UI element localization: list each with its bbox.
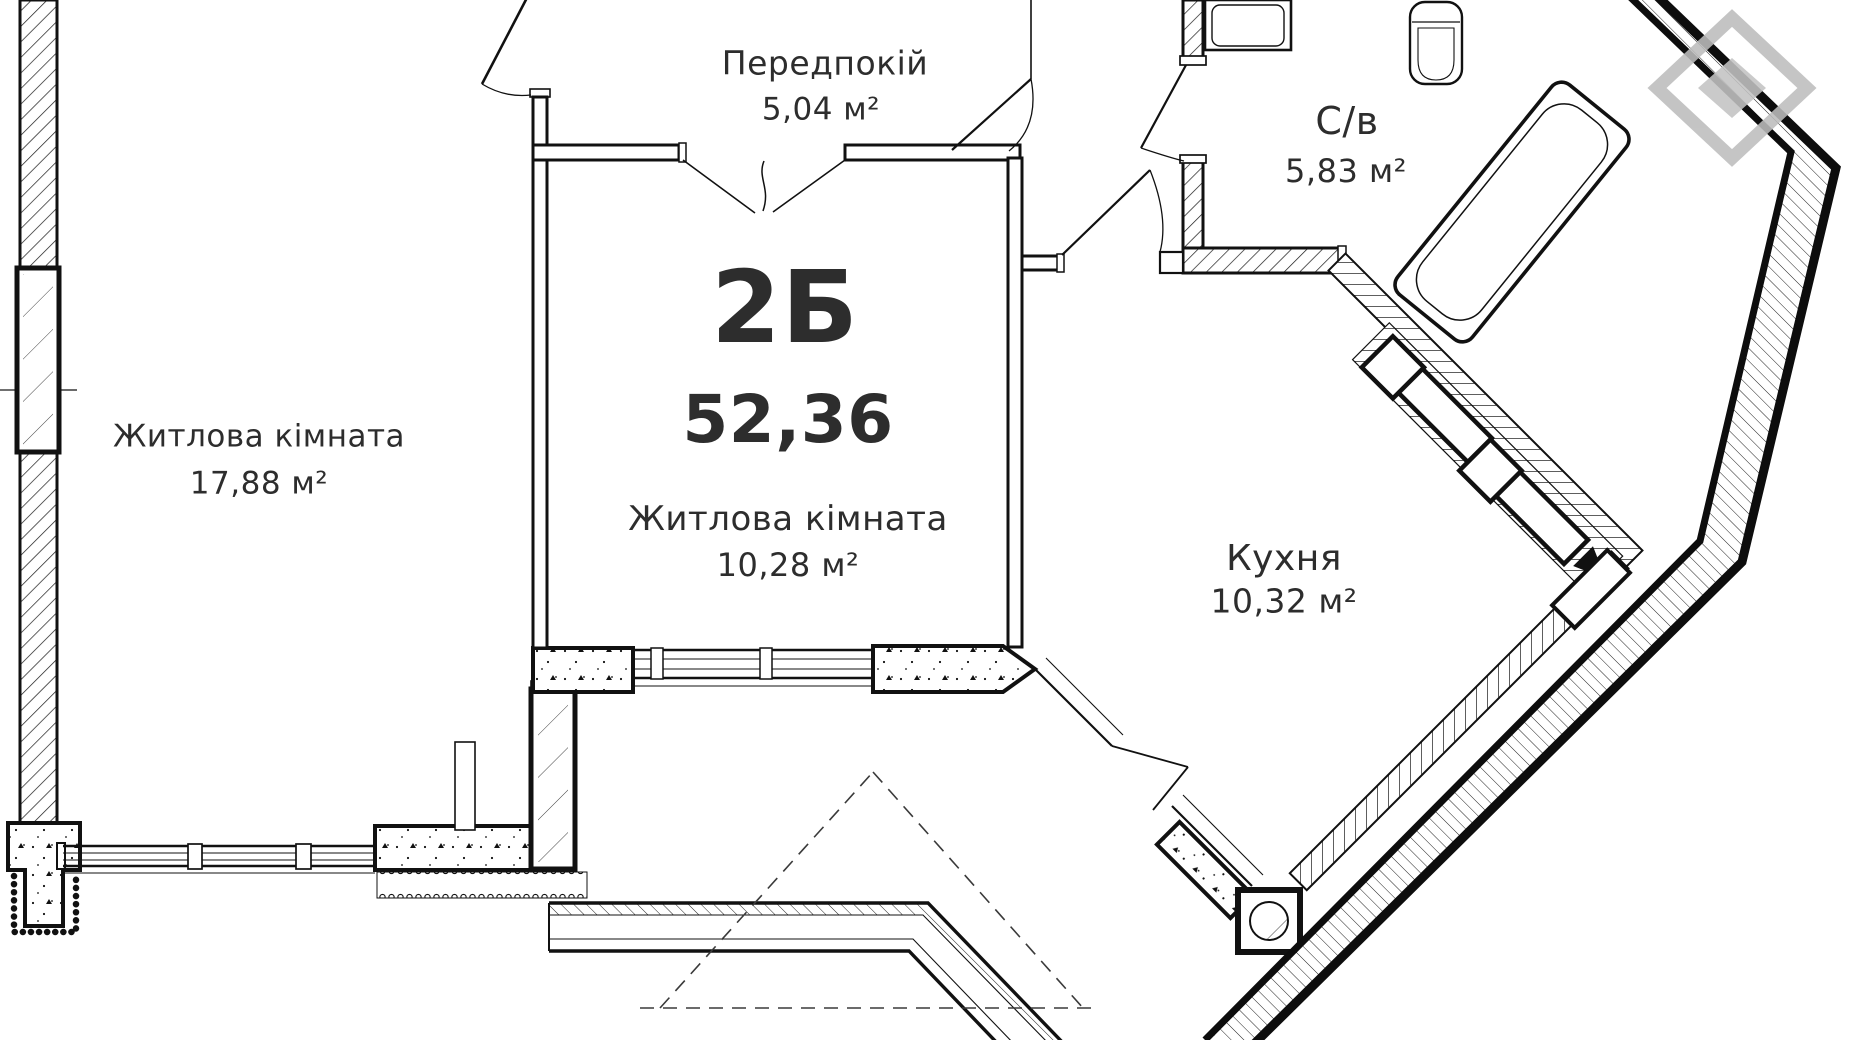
interior-walls — [529, 0, 1065, 650]
bottom-left-pier — [373, 824, 588, 899]
vent-shaft-band — [1327, 252, 1644, 594]
label-kitchen-area: 10,32 м² — [1210, 581, 1358, 621]
opening-symbol — [761, 160, 767, 212]
logo-watermark — [1647, 9, 1817, 167]
label-bathroom-area: 5,83 м² — [1285, 152, 1407, 190]
entrance-door — [480, 0, 532, 97]
balcony-area-dashed-lines — [640, 771, 1100, 1009]
bottom-left-window-band — [56, 842, 375, 874]
bathroom-door — [1140, 64, 1187, 162]
balcony-parapet — [548, 901, 1063, 1040]
vent-shaft — [1358, 333, 1428, 402]
door-to-kitchen — [1061, 169, 1164, 256]
bottom-left-column — [6, 821, 82, 936]
label-apartment-total-area: 52,36 — [682, 381, 894, 458]
label-hallway-area: 5,04 м² — [761, 91, 881, 128]
label-living-room-1-area: 17,88 м² — [189, 465, 329, 502]
toilet-icon — [1408, 0, 1464, 86]
vent-shaft — [1456, 436, 1525, 505]
label-bathroom-name: С/в — [1315, 99, 1379, 143]
balcony-glazed-door — [454, 680, 578, 872]
label-living-room-2-area: 10,28 м² — [716, 546, 860, 584]
label-kitchen-name: Кухня — [1226, 538, 1342, 579]
left-window — [0, 265, 77, 455]
balcony-door — [1111, 745, 1189, 811]
label-hallway-name: Передпокій — [721, 43, 929, 83]
washing-machine-icon — [1203, 0, 1293, 52]
left-exterior-wall — [0, 0, 77, 825]
kitchen-southeast-wall — [1288, 547, 1633, 892]
label-apartment-type: 2Б — [711, 249, 859, 366]
balcony-window-band — [1034, 657, 1264, 887]
label-living-room-1-name: Житлова кімната — [112, 418, 406, 455]
label-living-room-2-name: Житлова кімната — [628, 499, 948, 539]
column-with-circle — [1235, 887, 1303, 955]
bathtub-icon — [1393, 80, 1631, 344]
door-to-living-room-2 — [951, 78, 1034, 152]
central-room-south-wall — [531, 644, 1039, 694]
